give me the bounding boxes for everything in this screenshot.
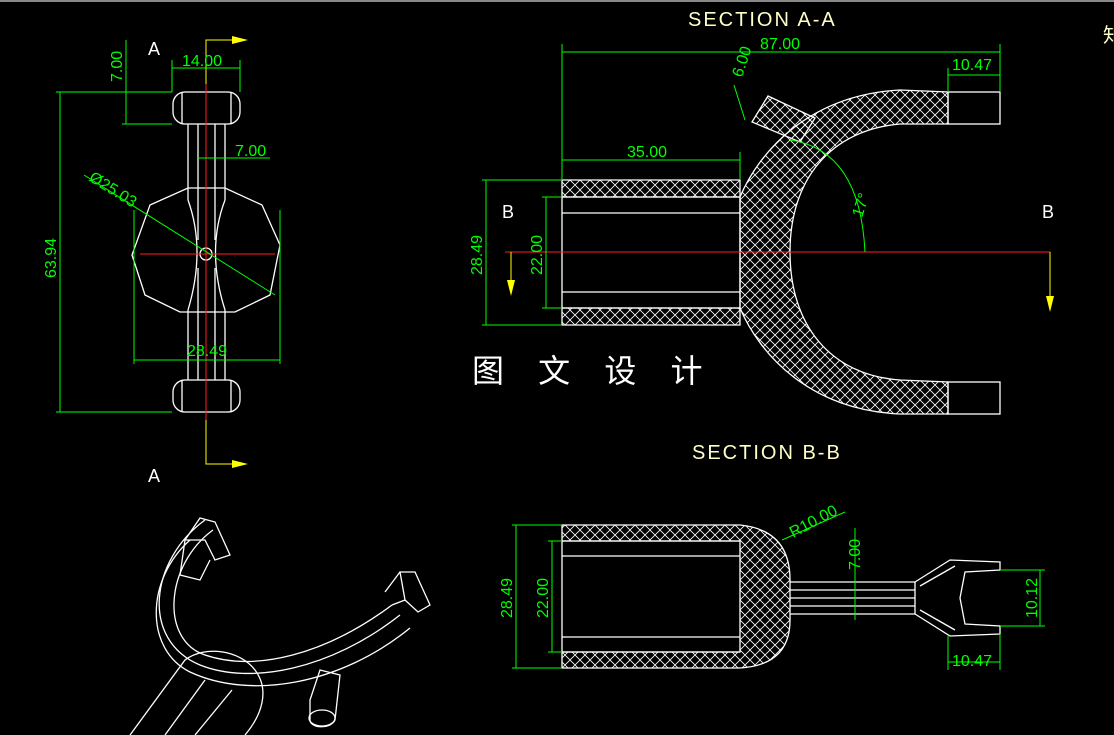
- section-bb-title: SECTION B-B: [692, 442, 842, 464]
- dim-aa-35: 35.00: [627, 144, 667, 161]
- iso-hub: [129, 650, 264, 735]
- isometric-view: [129, 517, 431, 735]
- fork-arms: [187, 124, 226, 380]
- iso-fork-arc: [158, 519, 401, 675]
- corner-glyph: 知: [1103, 24, 1114, 47]
- dim-bb-22: 22.00: [535, 578, 552, 618]
- hub-outline: [131, 187, 281, 313]
- dim-aa-1047: 10.47: [952, 57, 992, 74]
- section-a-label-bottom: A: [148, 466, 160, 486]
- section-aa-view: [482, 44, 1054, 415]
- dim-bb-1047: 10.47: [952, 653, 992, 670]
- watermark-text: 图 文 设 计: [472, 352, 715, 390]
- dim-front-14: 14.00: [182, 53, 222, 70]
- section-b-label-left: B: [502, 202, 514, 222]
- section-b-label-right: B: [1042, 202, 1054, 222]
- dim-aa-6: 6.00: [730, 44, 756, 79]
- dim-aa-87: 87.00: [760, 36, 800, 53]
- fork-tip-bb: [914, 559, 1001, 637]
- dim-bb-1012: 10.12: [1024, 578, 1041, 618]
- dim-front-6394: 63.94: [43, 238, 60, 278]
- dim-front-2849: 28.49: [187, 343, 227, 360]
- dim-front-diameter: Ø25.03: [86, 169, 140, 211]
- dim-aa-22: 22.00: [529, 235, 546, 275]
- hub-bb-hatch: [561, 524, 791, 669]
- section-a-label-top: A: [148, 39, 160, 59]
- dim-aa-2849: 28.49: [469, 235, 486, 275]
- dim-bb-2849: 28.49: [499, 578, 516, 618]
- dim-bb-r10: R10.00: [787, 502, 841, 541]
- dim-front-7-top: 7.00: [109, 51, 126, 82]
- dim-front-7-mid: 7.00: [235, 143, 266, 160]
- dim-aa-17deg: 17°: [850, 191, 874, 219]
- section-bb-view: [512, 511, 1045, 670]
- dim-bb-7: 7.00: [847, 539, 864, 570]
- front-view: [56, 36, 281, 468]
- section-aa-title: SECTION A-A: [688, 9, 837, 31]
